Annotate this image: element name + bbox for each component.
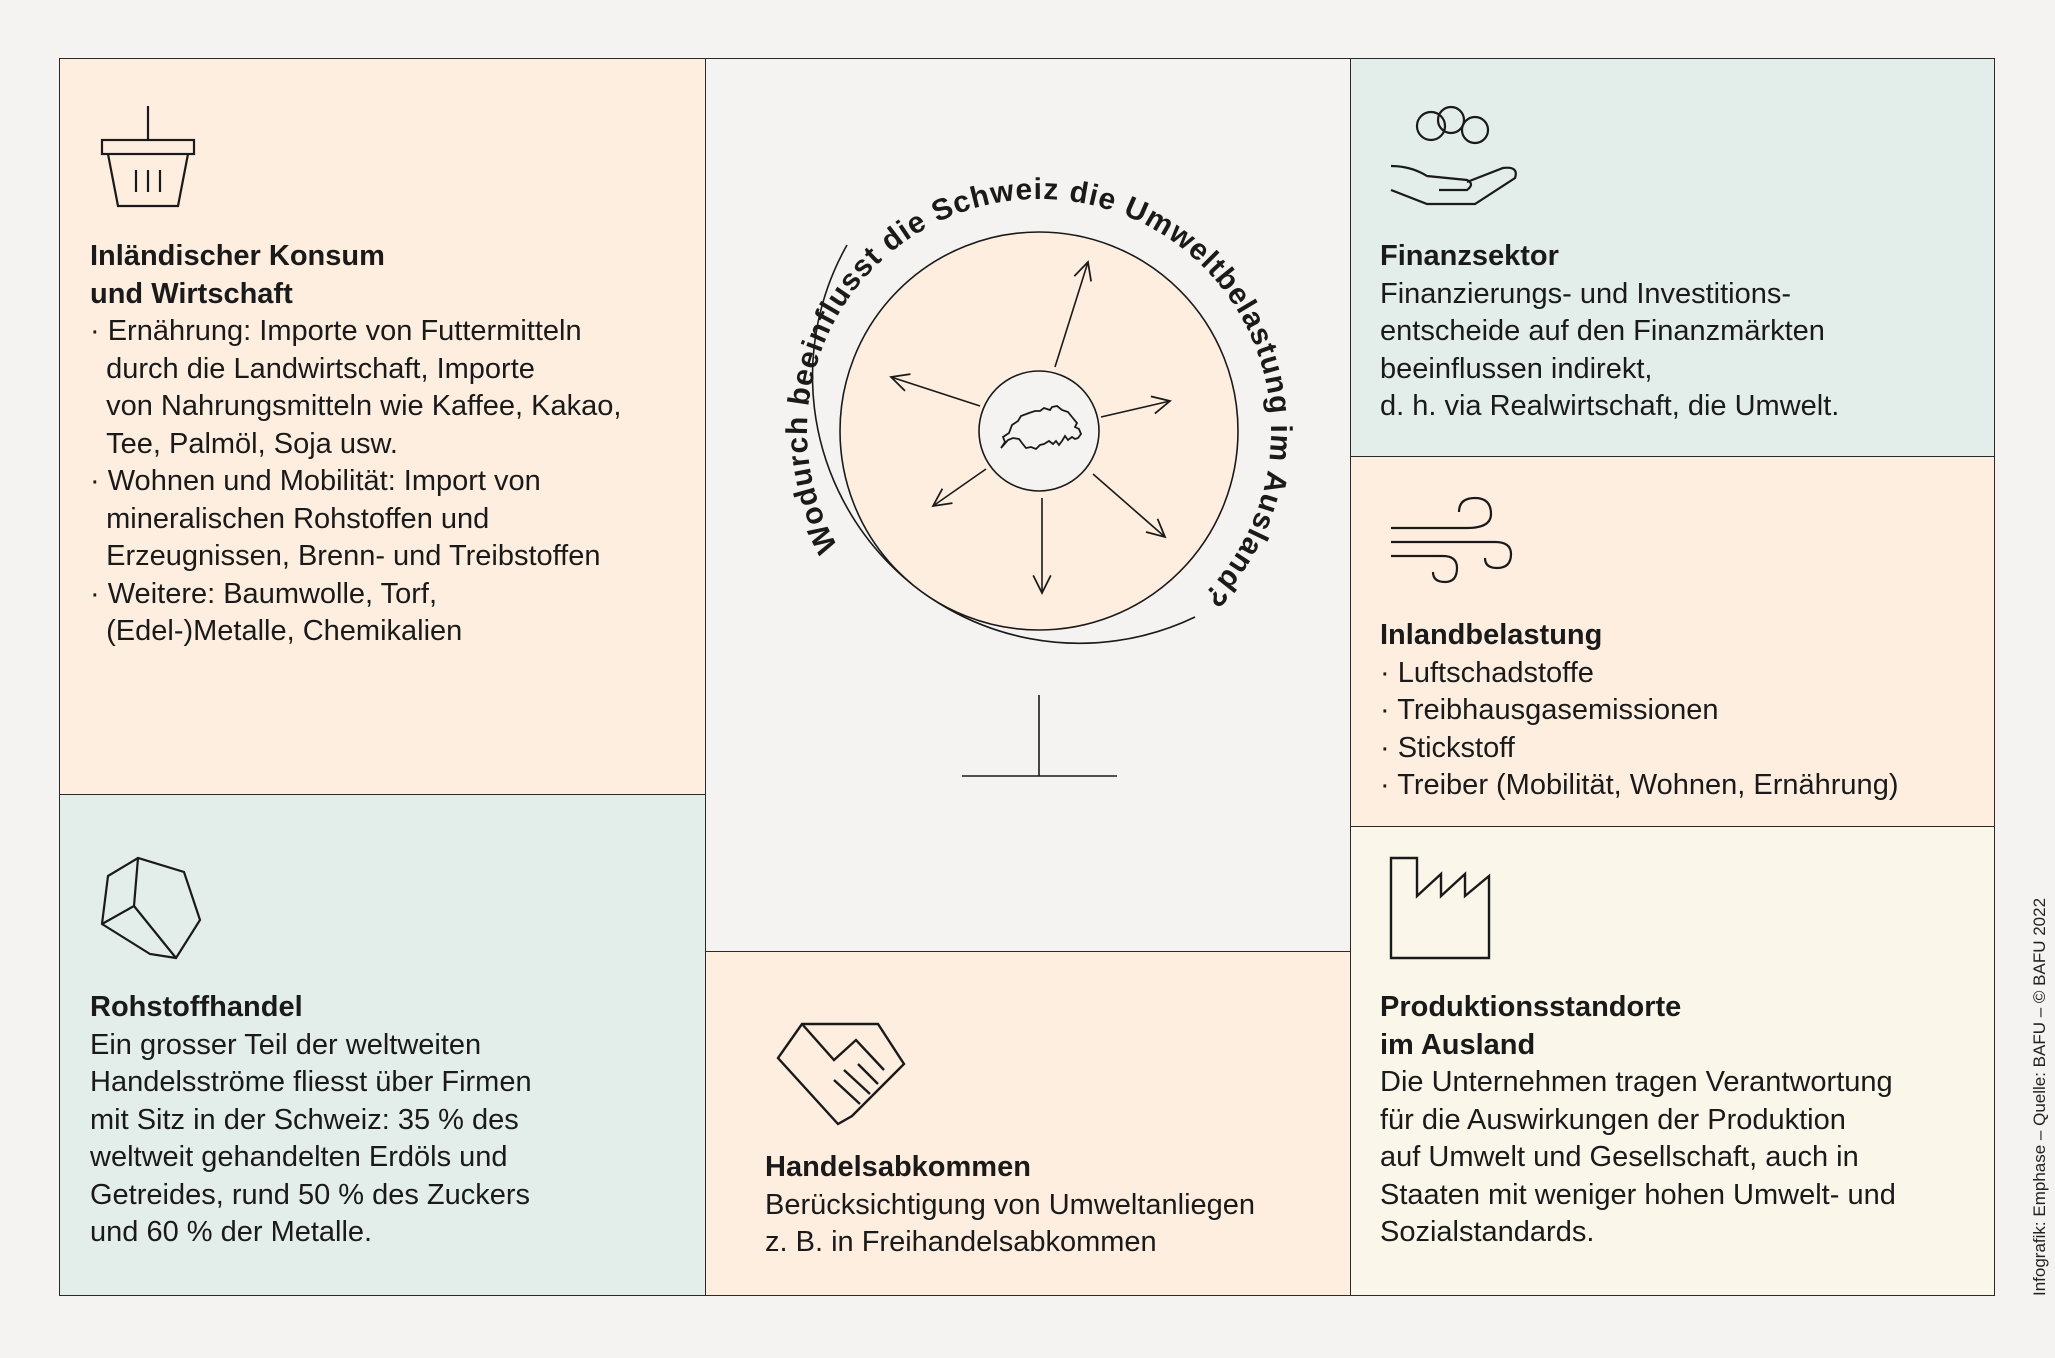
panel-text-line: Ein grosser Teil der weltweiten	[90, 1028, 482, 1061]
panel-text-line: mit Sitz in der Schweiz: 35 % des	[90, 1103, 519, 1136]
panel-text-line: Handelsströme fliesst über Firmen	[90, 1066, 532, 1098]
bullet-item: · Wohnen und Mobilität: Import von	[90, 465, 541, 497]
bullet-item-continuation: Erzeugnissen, Brenn- und Treibstoffen	[90, 540, 601, 572]
panel-heading: Handelsabkommen	[765, 1151, 1031, 1183]
arrow-right	[1100, 395, 1172, 418]
panel-heading: und Wirtschaft	[90, 277, 293, 310]
switzerland-circle	[978, 370, 1100, 492]
bullet-item: · Luftschadstoffe	[1380, 656, 1594, 689]
panel-text-line: Finanzierungs- und Investitions-	[1380, 277, 1792, 310]
switzerland-map-icon	[1000, 405, 1083, 451]
bullet-item: · Stickstoff	[1380, 731, 1515, 764]
panel-handelsabkommen	[705, 951, 1351, 1296]
bullet-item: · Ernährung: Importe von Futtermitteln	[90, 315, 582, 347]
panel-finanzsektor	[1350, 58, 1995, 457]
panel-heading: Finanzsektor	[1380, 240, 1559, 272]
rock-icon	[100, 856, 202, 960]
panel-heading: Inlandbelastung	[1380, 619, 1603, 651]
bullet-item-continuation: Tee, Palmöl, Soja usw.	[90, 427, 398, 460]
panel-heading: im Ausland	[1380, 1028, 1536, 1061]
panel-text-line: z. B. in Freihandelsabkommen	[765, 1226, 1157, 1258]
panel-text-line: Berücksichtigung von Umweltanliegen	[765, 1188, 1256, 1221]
globe-outer-arc	[811, 244, 1196, 645]
arrow-down-right	[1092, 473, 1167, 539]
bullet-item-continuation: von Nahrungsmitteln wie Kaffee, Kakao,	[90, 390, 622, 422]
text-inlandbelastung: Inlandbelastung · Luftschadstoffe · Treibh…	[1380, 617, 1898, 805]
bullet-item-continuation: mineralischen Rohstoffen und	[90, 502, 490, 535]
bullet-item: · Weitere: Baumwolle, Torf,	[90, 577, 438, 610]
bullet-item-continuation: durch die Landwirtschaft, Importe	[90, 352, 535, 385]
wind-icon	[1391, 496, 1513, 584]
bullet-item-continuation: (Edel-)Metalle, Chemikalien	[90, 615, 463, 647]
text-inlaendischer-konsum: Inländischer Konsum und Wirtschaft · Ernäh…	[90, 238, 621, 651]
panel-text-line: d. h. via Realwirtschaft, die Umwelt.	[1380, 390, 1840, 422]
arrow-left	[889, 373, 981, 407]
hand-with-coins-icon	[1390, 105, 1517, 206]
source-credit: Infografik: Emphase – Quelle: BAFU – © B…	[2030, 897, 2049, 1296]
panel-text-line: auf Umwelt und Gesellschaft, auch in	[1380, 1141, 1859, 1173]
panel-text-line: entscheide auf den Finanzmärkten	[1380, 315, 1825, 347]
panel-heading: Rohstoffhandel	[90, 991, 303, 1023]
arrow-down-left	[931, 468, 987, 508]
panel-inlandbelastung	[1350, 456, 1995, 827]
panel-text-line: Sozialstandards.	[1380, 1216, 1595, 1248]
factory-icon	[1389, 856, 1491, 960]
bullet-item: · Treibhausgasemissionen	[1380, 694, 1719, 726]
panel-text-line: Getreides, rund 50 % des Zuckers	[90, 1178, 531, 1211]
panel-text-line: und 60 % der Metalle.	[90, 1216, 373, 1248]
handshake-icon	[776, 1022, 906, 1126]
panel-text-line: Staaten mit weniger hohen Umwelt- und	[1380, 1178, 1896, 1211]
panel-heading: Produktionsstandorte	[1380, 991, 1682, 1023]
influence-arrows	[889, 260, 1172, 595]
panel-text-line: für die Auswirkungen der Produktion	[1380, 1103, 1846, 1136]
basket-icon	[100, 106, 196, 208]
arrow-up-right	[1054, 260, 1092, 368]
panel-text-line: Die Unternehmen tragen Verantwortung	[1380, 1066, 1893, 1098]
panel-text-line: beeinflussen indirekt,	[1380, 352, 1653, 385]
bullet-item: · Treiber (Mobilität, Wohnen, Ernährung)	[1380, 769, 1899, 801]
panel-produktionsstandorte	[1350, 826, 1995, 1296]
panel-heading: Inländischer Konsum	[90, 240, 385, 272]
panel-text-line: weltweit gehandelten Erdöls und	[90, 1141, 508, 1173]
panel-rohstoffhandel	[59, 794, 706, 1296]
